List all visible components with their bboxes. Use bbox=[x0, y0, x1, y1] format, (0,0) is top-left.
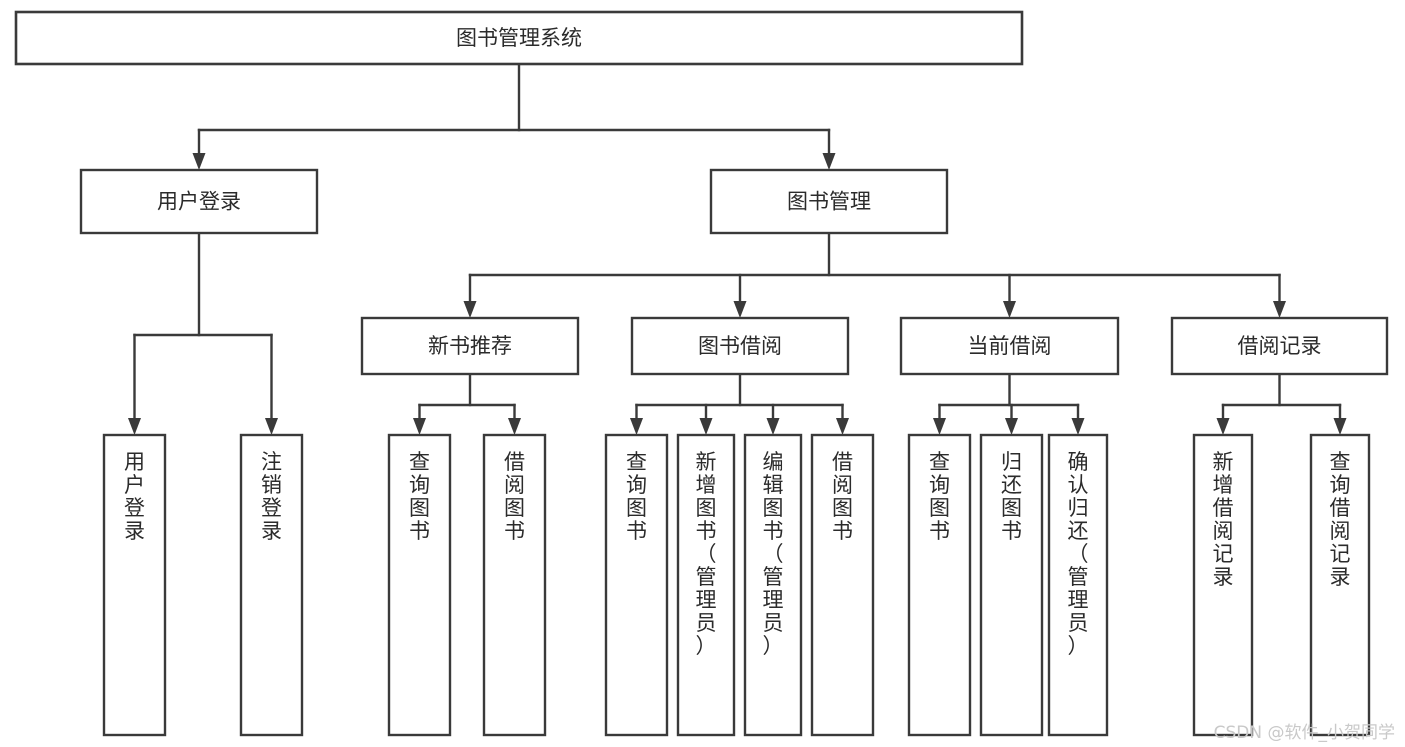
arrow-head-leaf-user-login bbox=[128, 418, 141, 435]
node-label-leaf-query-book-1: 查询图书 bbox=[409, 450, 430, 543]
arrow-head-leaf-query-book-3 bbox=[933, 418, 946, 435]
arrow-head-book-borrow bbox=[733, 301, 747, 318]
node-leaf-borrow-book-2[interactable]: 借阅图书 bbox=[810, 433, 875, 737]
node-leaf-add-book[interactable]: 新增图书（管理员） bbox=[676, 433, 736, 737]
node-label-leaf-add-record: 新增借阅记录 bbox=[1213, 450, 1234, 589]
arrow-head-leaf-logout bbox=[265, 418, 278, 435]
node-label-leaf-borrow-book-1: 借阅图书 bbox=[504, 450, 525, 543]
node-box-book-borrow[interactable] bbox=[630, 316, 850, 376]
node-leaf-return-book[interactable]: 归还图书 bbox=[979, 433, 1044, 737]
node-box-new-book-rec[interactable] bbox=[360, 316, 580, 376]
node-leaf-add-record[interactable]: 新增借阅记录 bbox=[1192, 433, 1254, 737]
arrow-head-book-manage bbox=[822, 153, 836, 170]
node-label-leaf-return-book: 归还图书 bbox=[1001, 450, 1022, 543]
arrow-head-leaf-return-book bbox=[1005, 418, 1018, 435]
node-box-leaf-user-login[interactable] bbox=[102, 433, 167, 737]
node-leaf-borrow-book-1[interactable]: 借阅图书 bbox=[482, 433, 547, 737]
node-label-leaf-add-book: 新增图书（管理员） bbox=[696, 450, 717, 658]
node-box-leaf-add-record[interactable] bbox=[1192, 433, 1254, 737]
node-borrow-record[interactable]: 借阅记录 bbox=[1170, 316, 1389, 376]
node-label-leaf-edit-book: 编辑图书（管理员） bbox=[763, 450, 784, 658]
node-label-leaf-query-book-3: 查询图书 bbox=[929, 450, 950, 543]
node-leaf-confirm-return[interactable]: 确认归还（管理员） bbox=[1047, 433, 1109, 737]
node-label-user-login: 用户登录 bbox=[157, 190, 241, 214]
node-label-leaf-user-login: 用户登录 bbox=[124, 450, 145, 543]
node-box-leaf-edit-book[interactable] bbox=[743, 433, 803, 737]
node-label-root: 图书管理系统 bbox=[456, 26, 582, 50]
node-label-leaf-confirm-return: 确认归还（管理员） bbox=[1068, 450, 1089, 658]
arrow-head-current-borrow bbox=[1003, 301, 1016, 318]
arrow-head-leaf-confirm-return bbox=[1071, 418, 1085, 435]
node-box-leaf-query-record[interactable] bbox=[1309, 433, 1371, 737]
node-book-manage[interactable]: 图书管理 bbox=[709, 168, 949, 235]
node-box-leaf-query-book-3[interactable] bbox=[907, 433, 972, 737]
node-leaf-user-login[interactable]: 用户登录 bbox=[102, 433, 167, 737]
arrow-head-leaf-borrow-book-2 bbox=[836, 418, 849, 435]
node-box-borrow-record[interactable] bbox=[1170, 316, 1389, 376]
node-label-new-book-rec: 新书推荐 bbox=[428, 334, 512, 358]
node-box-leaf-borrow-book-1[interactable] bbox=[482, 433, 547, 737]
node-layer: 图书管理系统用户登录图书管理新书推荐图书借阅当前借阅借阅记录用户登录注销登录查询… bbox=[14, 10, 1389, 737]
arrow-head-leaf-query-book-2 bbox=[630, 418, 643, 435]
node-leaf-edit-book[interactable]: 编辑图书（管理员） bbox=[743, 433, 803, 737]
arrow-head-leaf-query-book-1 bbox=[413, 418, 426, 435]
node-box-leaf-query-book-1[interactable] bbox=[387, 433, 452, 737]
node-box-leaf-confirm-return[interactable] bbox=[1047, 433, 1109, 737]
node-label-leaf-borrow-book-2: 借阅图书 bbox=[832, 450, 853, 543]
csdn-watermark: CSDN @软件_小贺同学 bbox=[1213, 723, 1395, 743]
node-leaf-query-book-3[interactable]: 查询图书 bbox=[907, 433, 972, 737]
node-box-leaf-logout[interactable] bbox=[239, 433, 304, 737]
node-box-leaf-add-book[interactable] bbox=[676, 433, 736, 737]
arrow-head-leaf-edit-book bbox=[766, 418, 780, 435]
node-box-leaf-return-book[interactable] bbox=[979, 433, 1044, 737]
arrow-head-leaf-query-record bbox=[1333, 418, 1347, 435]
node-new-book-rec[interactable]: 新书推荐 bbox=[360, 316, 580, 376]
node-box-leaf-borrow-book-2[interactable] bbox=[810, 433, 875, 737]
node-box-current-borrow[interactable] bbox=[899, 316, 1120, 376]
node-label-leaf-query-book-2: 查询图书 bbox=[626, 450, 647, 543]
node-label-leaf-query-record: 查询借阅记录 bbox=[1330, 450, 1351, 589]
node-book-borrow[interactable]: 图书借阅 bbox=[630, 316, 850, 376]
node-leaf-logout[interactable]: 注销登录 bbox=[239, 433, 304, 737]
node-user-login[interactable]: 用户登录 bbox=[79, 168, 319, 235]
arrow-head-new-book-rec bbox=[463, 301, 477, 318]
arrow-head-leaf-borrow-book-1 bbox=[508, 418, 521, 435]
node-label-leaf-logout: 注销登录 bbox=[261, 450, 282, 543]
node-leaf-query-record[interactable]: 查询借阅记录 bbox=[1309, 433, 1371, 737]
node-box-root[interactable] bbox=[14, 10, 1024, 66]
node-root[interactable]: 图书管理系统 bbox=[14, 10, 1024, 66]
arrow-head-borrow-record bbox=[1273, 301, 1286, 318]
connector-layer bbox=[128, 62, 1347, 435]
arrow-head-leaf-add-record bbox=[1216, 418, 1230, 435]
arrow-head-user-login bbox=[192, 153, 206, 170]
node-box-book-manage[interactable] bbox=[709, 168, 949, 235]
node-label-book-manage: 图书管理 bbox=[787, 190, 871, 214]
node-leaf-query-book-1[interactable]: 查询图书 bbox=[387, 433, 452, 737]
node-label-current-borrow: 当前借阅 bbox=[968, 334, 1052, 358]
node-box-leaf-query-book-2[interactable] bbox=[604, 433, 669, 737]
node-leaf-query-book-2[interactable]: 查询图书 bbox=[604, 433, 669, 737]
node-label-book-borrow: 图书借阅 bbox=[698, 334, 782, 358]
node-label-borrow-record: 借阅记录 bbox=[1238, 334, 1322, 358]
node-current-borrow[interactable]: 当前借阅 bbox=[899, 316, 1120, 376]
arrow-head-leaf-add-book bbox=[699, 418, 713, 435]
node-box-user-login[interactable] bbox=[79, 168, 319, 235]
